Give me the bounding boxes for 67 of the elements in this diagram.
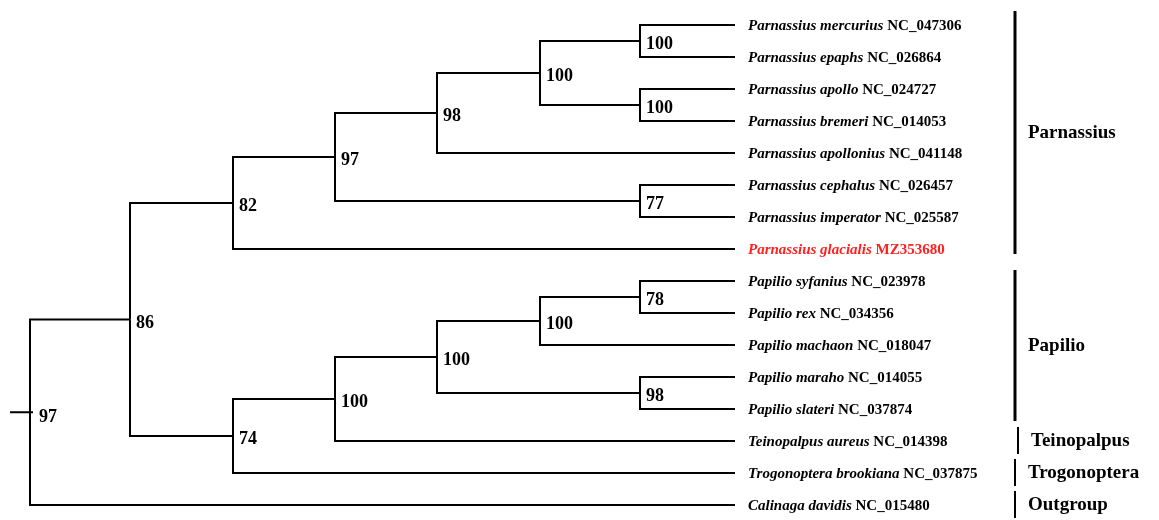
taxon-label: Parnassius imperator NC_025587 xyxy=(735,206,959,228)
bootstrap-value: 100 xyxy=(540,311,573,335)
tree-branch xyxy=(436,112,736,154)
bootstrap-value: 77 xyxy=(640,191,664,215)
tree-branch xyxy=(639,184,736,202)
tree-branch xyxy=(334,356,438,400)
tree-branch xyxy=(9,411,34,414)
tree-branch xyxy=(539,296,641,322)
tree-branch xyxy=(129,318,234,437)
bootstrap-value: 98 xyxy=(640,383,664,407)
bootstrap-value: 97 xyxy=(335,147,359,171)
bootstrap-value: 100 xyxy=(640,95,673,119)
tree-branch xyxy=(232,156,336,204)
tree-branch xyxy=(436,356,641,394)
tree-branch xyxy=(639,40,736,58)
bootstrap-value: 100 xyxy=(640,31,673,55)
taxon-label: Parnassius apollonius NC_041148 xyxy=(735,142,963,164)
tree-branch xyxy=(29,411,736,506)
clade-label: Papilio xyxy=(1028,333,1085,356)
tree-branch xyxy=(639,24,736,42)
tree-branch xyxy=(232,398,336,437)
taxon-label: Parnassius cephalus NC_026457 xyxy=(735,174,954,196)
tree-branch xyxy=(539,40,641,74)
bootstrap-value: 82 xyxy=(233,193,257,217)
tree-branch xyxy=(334,398,736,442)
tree-branch xyxy=(639,88,736,106)
taxon-label: Papilio syfanius NC_023978 xyxy=(735,270,926,292)
tree-branch xyxy=(639,200,736,218)
tree-branch xyxy=(232,202,736,250)
tree-branch xyxy=(334,112,438,158)
bootstrap-value: 100 xyxy=(335,389,368,413)
bootstrap-value: 98 xyxy=(437,103,461,127)
taxon-label: Teinopalpus aureus NC_014398 xyxy=(735,430,948,452)
bootstrap-value: 86 xyxy=(130,309,154,334)
bootstrap-value: 97 xyxy=(33,404,57,429)
bootstrap-value: 74 xyxy=(233,426,257,450)
clade-label: Teinopalpus xyxy=(1031,428,1130,451)
tree-branch xyxy=(639,376,736,394)
clade-label: Parnassius xyxy=(1028,120,1116,143)
tree-branch xyxy=(639,392,736,410)
taxon-label: Parnassius epaphs NC_026864 xyxy=(735,46,942,68)
taxon-label: Papilio slateri NC_037874 xyxy=(735,398,913,420)
bootstrap-value: 100 xyxy=(437,347,470,371)
taxon-label: Parnassius apollo NC_024727 xyxy=(735,78,937,100)
tree-branch xyxy=(334,156,641,202)
taxon-label: Trogonoptera brookiana NC_037875 xyxy=(735,462,978,484)
taxon-label: Parnassius mercurius NC_047306 xyxy=(735,14,962,36)
tree-branch xyxy=(436,72,541,114)
tree-branch xyxy=(639,104,736,122)
tree-branch xyxy=(639,280,736,298)
tree-branch xyxy=(436,320,541,358)
tree-branch xyxy=(129,202,234,321)
bootstrap-value: 78 xyxy=(640,287,664,311)
tree-branch xyxy=(29,318,131,414)
tree-branch xyxy=(539,320,736,346)
bootstrap-value: 100 xyxy=(540,63,573,87)
taxon-label: Papilio machaon NC_018047 xyxy=(735,334,932,356)
tree-branch xyxy=(539,72,641,106)
tree-branch xyxy=(232,435,736,474)
taxon-label: Papilio rex NC_034356 xyxy=(735,302,894,324)
clade-label: Outgroup xyxy=(1028,492,1108,515)
taxon-label: Parnassius glacialis MZ353680 xyxy=(735,238,945,260)
taxon-label: Parnassius bremeri NC_014053 xyxy=(735,110,947,132)
taxon-label: Papilio maraho NC_014055 xyxy=(735,366,923,388)
taxon-label: Calinaga davidis NC_015480 xyxy=(735,494,930,516)
tree-branch xyxy=(639,296,736,314)
clade-label: Trogonoptera xyxy=(1028,460,1140,483)
